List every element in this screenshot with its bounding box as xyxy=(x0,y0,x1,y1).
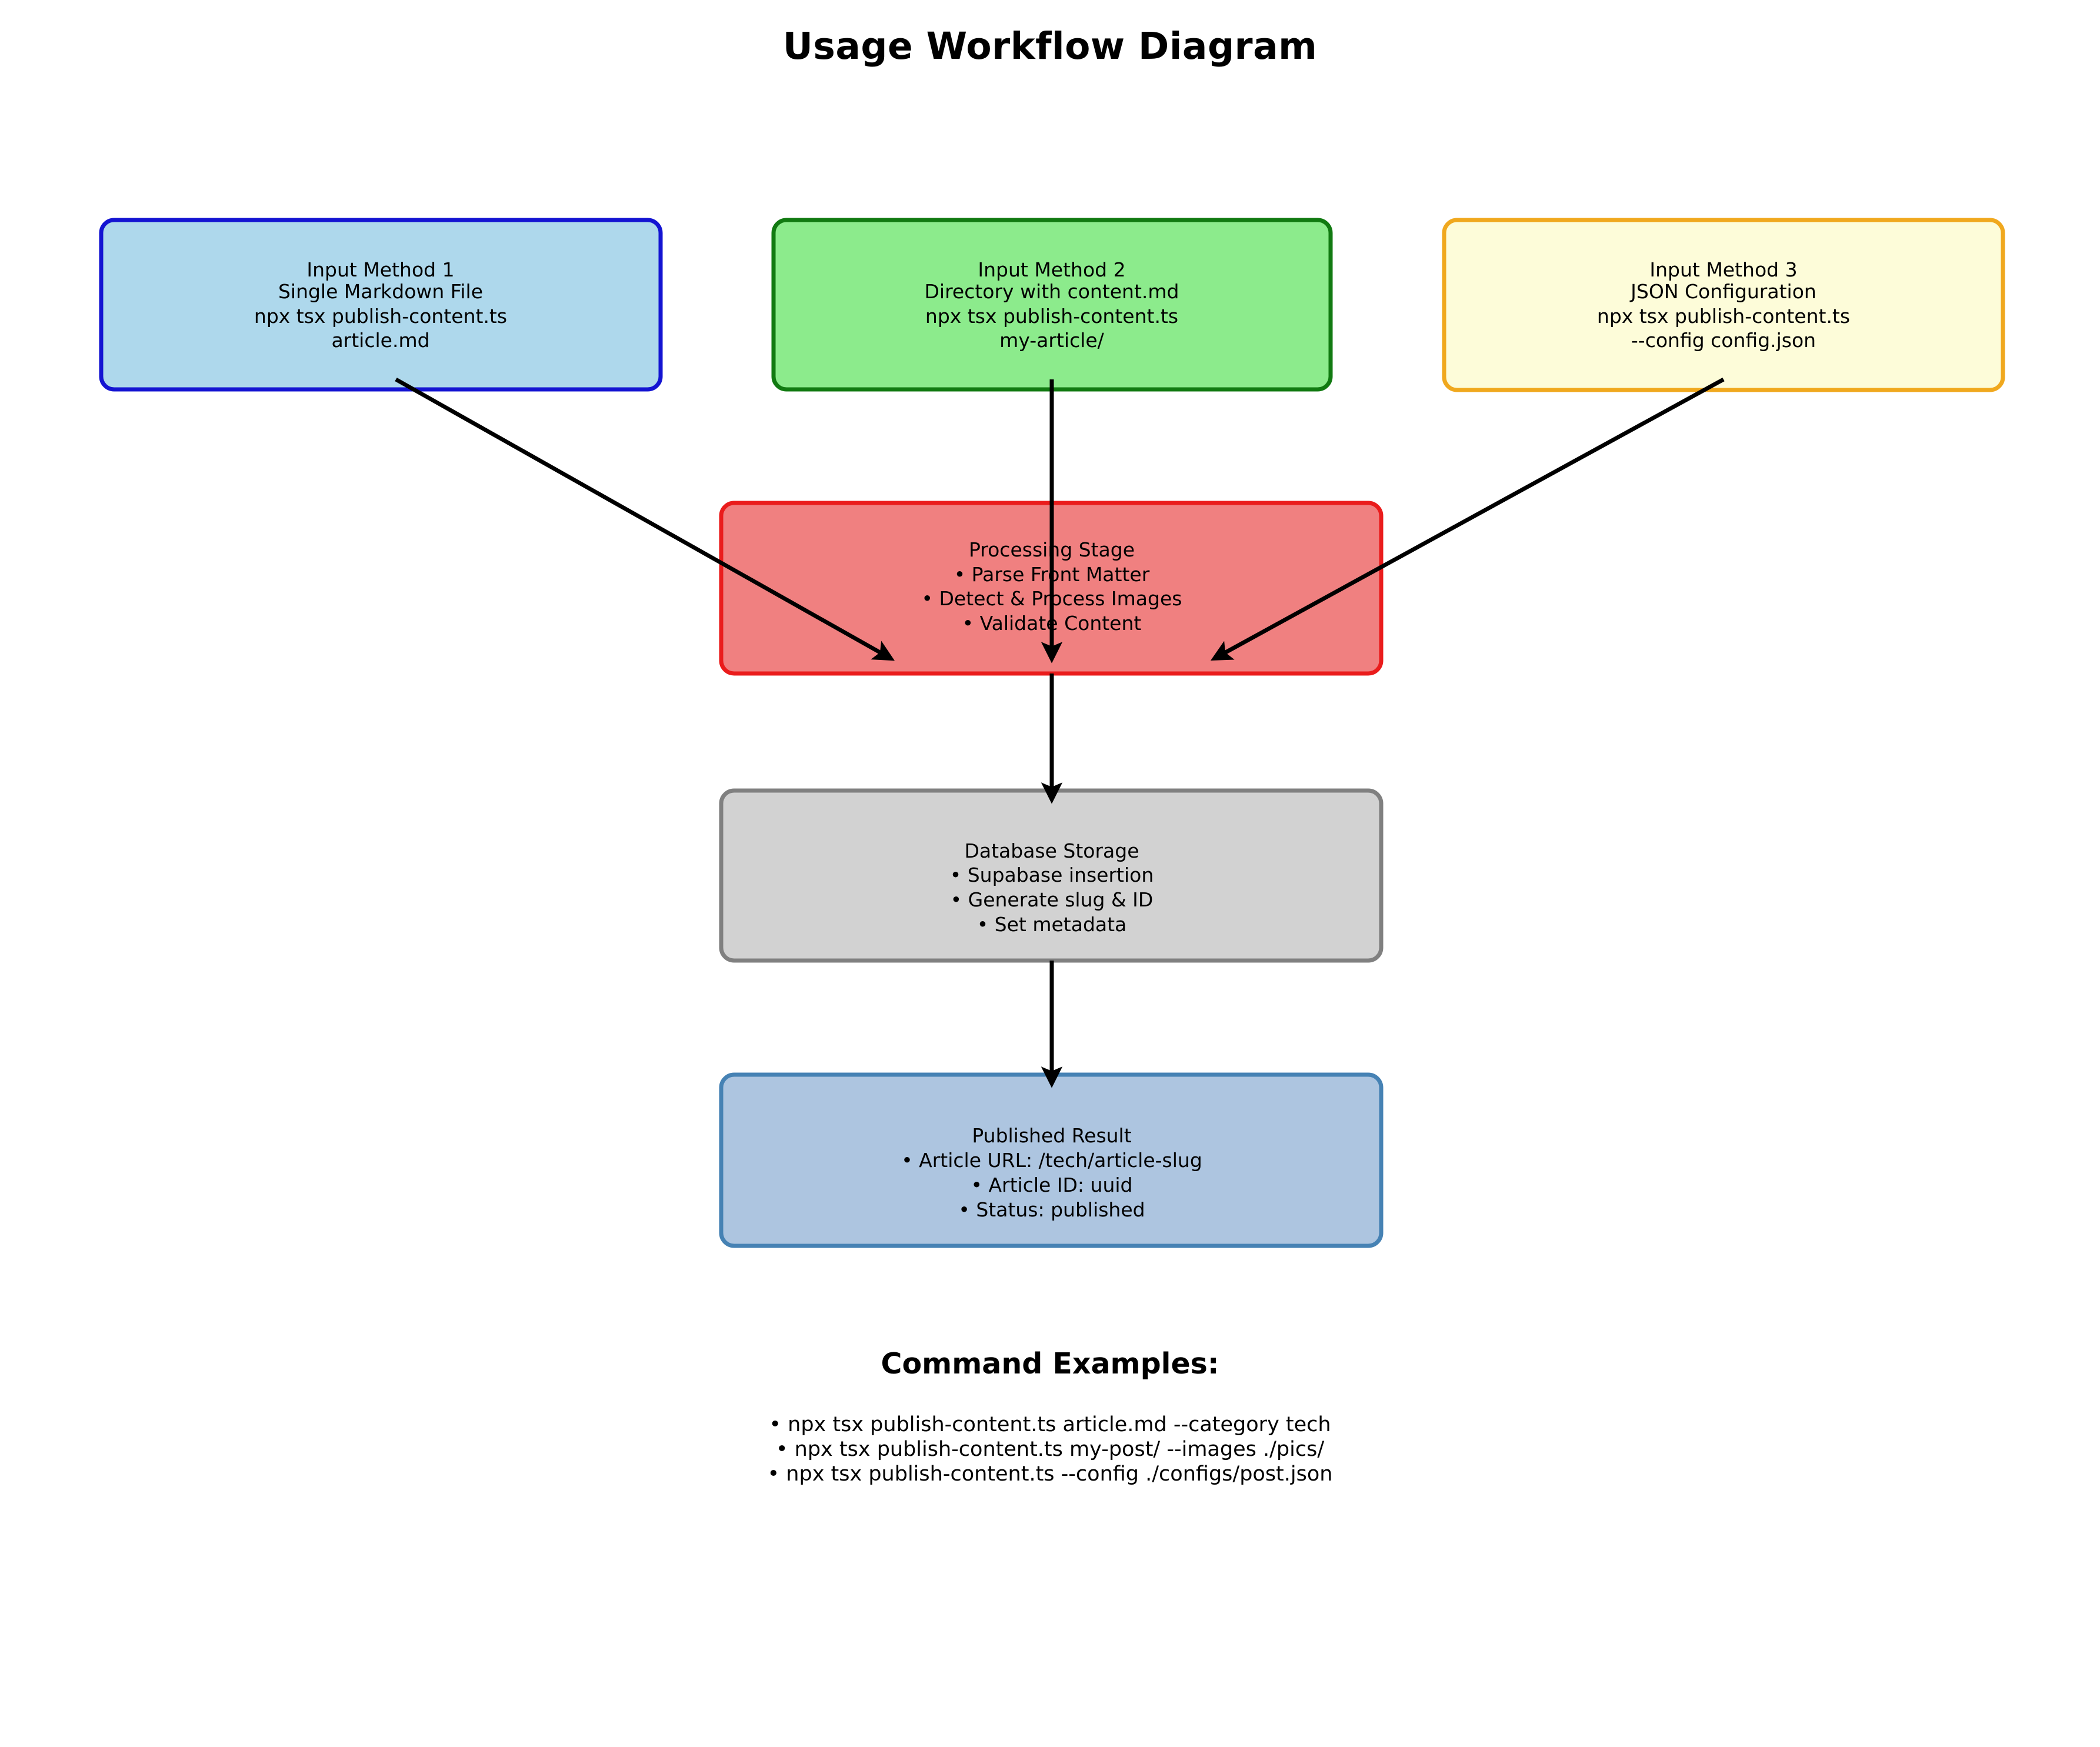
node-processing-stage-line-3: • Detect & Process Images xyxy=(922,587,1182,610)
node-published-result[interactable]: Published Result • Article URL: /tech/ar… xyxy=(719,1072,1384,1248)
node-database-storage-line-3: • Generate slug & ID xyxy=(951,888,1154,911)
command-example-2: • npx tsx publish-content.ts my-post/ --… xyxy=(776,1438,1324,1461)
node-input-method-3-shape xyxy=(1442,218,2005,392)
command-examples-heading: Command Examples: xyxy=(881,1347,1219,1381)
node-database-storage-line-4: • Set metadata xyxy=(977,913,1127,936)
node-input-method-3-line-4: --config config.json xyxy=(1631,329,1816,352)
node-input-method-2-line-1: Input Method 2 xyxy=(978,258,1125,281)
command-example-3: • npx tsx publish-content.ts --config ./… xyxy=(768,1462,1333,1486)
node-published-result-line-2: • Article URL: /tech/article-slug xyxy=(901,1149,1202,1172)
edge-input1-to-processing xyxy=(395,377,895,661)
node-input-method-3-line-2: JSON Configuration xyxy=(1629,280,1816,303)
node-input-method-1[interactable]: Input Method 1 Single Markdown File npx … xyxy=(99,218,663,392)
node-input-method-2-line-2: Directory with content.md xyxy=(924,280,1179,303)
node-published-result-line-4: • Status: published xyxy=(958,1198,1145,1221)
node-input-method-1-line-3: npx tsx publish-content.ts xyxy=(254,305,507,328)
node-database-storage-line-1: Database Storage xyxy=(964,839,1139,862)
node-published-result-line-3: • Article ID: uuid xyxy=(971,1173,1132,1196)
node-input-method-1-line-4: article.md xyxy=(331,329,429,352)
edge-group xyxy=(395,377,1725,1088)
node-input-method-3[interactable]: Input Method 3 JSON Configuration npx ts… xyxy=(1442,218,2005,392)
node-input-method-2[interactable]: Input Method 2 Directory with content.md… xyxy=(771,218,1333,392)
node-input-method-3-line-1: Input Method 3 xyxy=(1649,258,1797,281)
node-database-storage-line-2: • Supabase insertion xyxy=(950,864,1154,886)
node-input-method-2-line-3: npx tsx publish-content.ts xyxy=(925,305,1178,328)
node-database-storage[interactable]: Database Storage • Supabase insertion • … xyxy=(719,788,1384,963)
node-processing-stage-labels: Processing Stage • Parse Front Matter • … xyxy=(922,538,1182,635)
node-processing-stage-line-2: • Parse Front Matter xyxy=(954,563,1150,586)
command-examples-section: Command Examples: • npx tsx publish-cont… xyxy=(768,1347,1333,1486)
node-processing-stage-line-4: • Validate Content xyxy=(962,612,1142,635)
command-example-1: • npx tsx publish-content.ts article.md … xyxy=(769,1413,1331,1436)
node-input-method-3-line-3: npx tsx publish-content.ts xyxy=(1597,305,1850,328)
node-input-method-1-line-1: Input Method 1 xyxy=(306,258,454,281)
node-input-method-1-line-2: Single Markdown File xyxy=(278,280,483,303)
node-input-method-2-line-4: my-article/ xyxy=(999,329,1105,352)
page-title: Usage Workflow Diagram xyxy=(783,25,1318,68)
node-processing-stage-line-1: Processing Stage xyxy=(969,538,1135,561)
edge-input3-to-processing xyxy=(1210,377,1725,661)
node-published-result-line-1: Published Result xyxy=(972,1124,1131,1147)
node-input-method-1-shape xyxy=(99,218,663,392)
